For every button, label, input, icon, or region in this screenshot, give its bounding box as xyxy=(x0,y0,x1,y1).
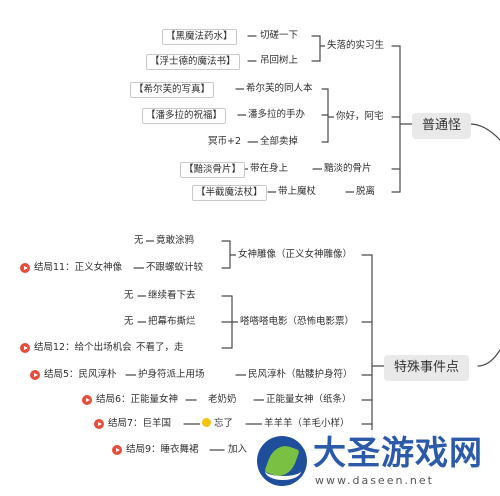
hub-normal-label: 普通怪 xyxy=(422,118,462,133)
ending-5[interactable]: 结局5：民风淳朴 xyxy=(28,369,119,381)
branch-horror-movie[interactable]: 嗒嗒嗒电影（恐怖电影票） xyxy=(238,316,357,328)
site-watermark: 大圣游戏网 www.daseen.net xyxy=(253,430,500,496)
watermark-url: www.daseen.net xyxy=(315,474,434,487)
ending-9-label: 结局9：睡衣舞裙 xyxy=(126,444,199,455)
action-keep-watching[interactable]: 继续看下去 xyxy=(146,290,198,302)
hub-special-label: 特殊事件点 xyxy=(394,360,460,375)
branch-escape[interactable]: 脱离 xyxy=(354,186,378,198)
action-join[interactable]: 加入 xyxy=(226,444,250,456)
branch-positive-goddess[interactable]: 正能量女神（纸条） xyxy=(264,394,354,406)
item-black-magic-potion[interactable]: 【黑魔法药水】 xyxy=(162,29,237,45)
ending-12[interactable]: 结局12：给个出场机会 xyxy=(18,342,134,354)
option-none-2: 无 xyxy=(122,290,136,302)
emoji-icon xyxy=(202,418,211,427)
action-forgot-label: 忘了 xyxy=(214,418,234,429)
ending-flag-icon xyxy=(20,343,30,353)
ending-flag-icon xyxy=(82,395,92,405)
ending-flag-icon xyxy=(20,263,30,273)
item-faust-book[interactable]: 【浮士德的魔法书】 xyxy=(146,54,240,70)
action-leave[interactable]: 不看了，走 xyxy=(134,342,186,354)
item-half-wand[interactable]: 【半截魔法杖】 xyxy=(192,185,267,201)
action-sylph-doujin[interactable]: 希尔芙的同人本 xyxy=(244,83,315,95)
action-take-wand[interactable]: 带上魔杖 xyxy=(276,186,319,198)
ending-12-label: 结局12：给个出场机会 xyxy=(34,342,132,353)
ending-5-label: 结局5：民风淳朴 xyxy=(44,369,117,380)
action-grandma[interactable]: 老奶奶 xyxy=(206,394,239,406)
option-none-1: 无 xyxy=(132,235,146,247)
watermark-title: 大圣游戏网 xyxy=(313,433,483,472)
action-sell-all[interactable]: 全部卖掉 xyxy=(258,136,301,148)
site-logo-icon xyxy=(257,436,307,486)
action-spar[interactable]: 切磋一下 xyxy=(258,30,301,42)
hub-special-event[interactable]: 特殊事件点 xyxy=(384,355,470,381)
branch-intern[interactable]: 失落的实习生 xyxy=(325,40,387,52)
ending-7[interactable]: 结局7：巨羊国 xyxy=(92,418,174,430)
action-hang-back[interactable]: 吊回树上 xyxy=(258,55,301,67)
ending-6[interactable]: 结局6：正能量女神 xyxy=(80,394,181,406)
item-ghost-money[interactable]: 冥币+2 xyxy=(206,136,244,148)
ending-9[interactable]: 结局9：睡衣舞裙 xyxy=(110,444,201,456)
action-tear-screen[interactable]: 把幕布撕烂 xyxy=(146,316,198,328)
action-ignore-ants[interactable]: 不跟螺蚁计较 xyxy=(144,262,206,274)
branch-goddess-statue[interactable]: 女神雕像（正义女神雕像） xyxy=(236,249,355,261)
ending-6-label: 结局6：正能量女神 xyxy=(96,394,179,405)
item-dim-bone[interactable]: 【黯淡骨片】 xyxy=(180,162,246,178)
ending-11-label: 结局11：正义女神像 xyxy=(34,262,123,273)
item-sylph-photo[interactable]: 【希尔芙的写真】 xyxy=(130,82,215,98)
ending-flag-icon xyxy=(94,419,104,429)
action-amulet[interactable]: 护身符派上用场 xyxy=(136,369,207,381)
ending-7-label: 结局7：巨羊国 xyxy=(108,418,172,429)
ending-flag-icon xyxy=(30,370,40,380)
branch-sheep[interactable]: 羊羊羊（羊毛小样） xyxy=(262,418,352,430)
hub-normal-monster[interactable]: 普通怪 xyxy=(412,113,472,139)
item-pandora-blessing[interactable]: 【潘多拉的祝福】 xyxy=(142,108,227,124)
action-carry[interactable]: 带在身上 xyxy=(248,163,291,175)
ending-flag-icon xyxy=(112,445,122,455)
action-graffiti[interactable]: 竟敢涂鸦 xyxy=(154,235,197,247)
option-none-3: 无 xyxy=(122,316,136,328)
branch-dim-bone[interactable]: 黯淡的骨片 xyxy=(322,163,374,175)
ending-11[interactable]: 结局11：正义女神像 xyxy=(18,262,125,274)
branch-otaku[interactable]: 你好，阿宅 xyxy=(334,111,386,123)
branch-folk[interactable]: 民风淳朴（骷髅护身符） xyxy=(246,369,355,381)
action-pandora-figure[interactable]: 潘多拉的手办 xyxy=(246,109,308,121)
action-forgot[interactable]: 忘了 xyxy=(200,418,236,430)
